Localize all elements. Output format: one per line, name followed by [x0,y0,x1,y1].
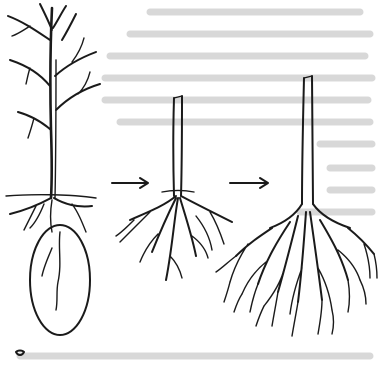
tree-with-root-ball-icon [6,4,100,335]
arrow-right-icon [112,178,148,188]
spreading-roots-icon [216,76,377,336]
arrow-right-icon [230,178,268,188]
